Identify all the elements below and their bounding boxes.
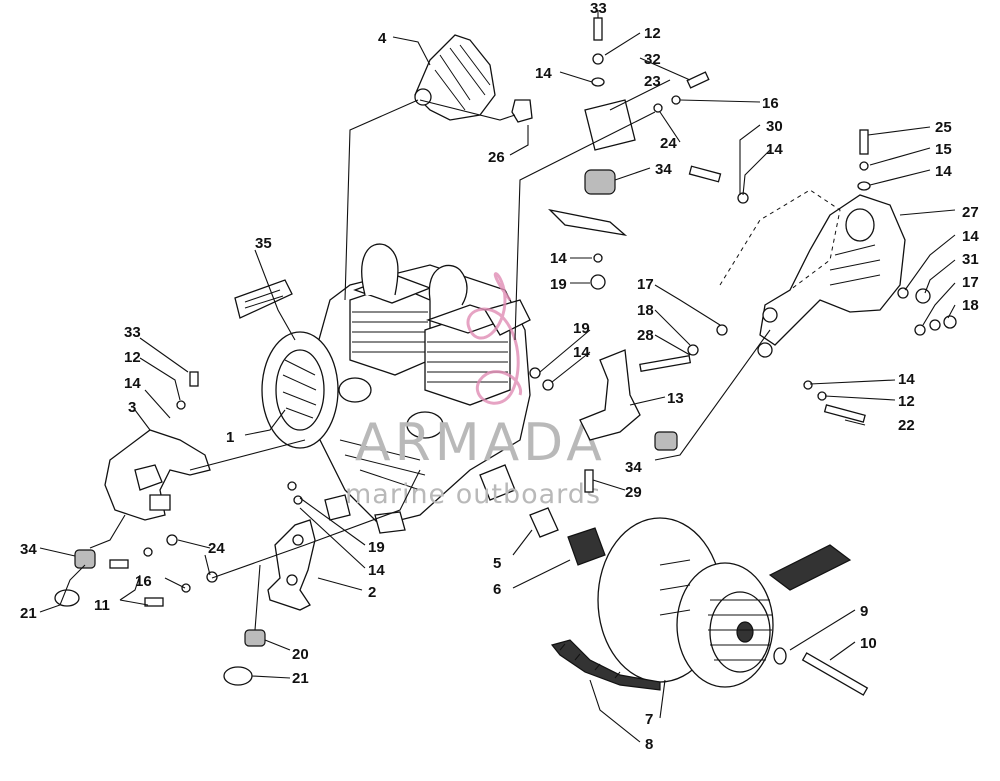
callout-14-far-right: 14 [935, 163, 952, 180]
callout-11: 11 [94, 597, 110, 614]
watermark-tagline: marine outboards [345, 479, 601, 510]
watermark: ARMADA marine outboards [345, 272, 606, 510]
callout-33-left: 33 [124, 324, 141, 341]
callout-34-top: 34 [655, 161, 672, 178]
callout-labels: 4 26 35 1 33 12 14 3 34 21 11 16 24 2 19… [20, 0, 979, 753]
callout-12-right: 12 [898, 393, 915, 410]
callout-5: 5 [493, 555, 501, 572]
part-10-bolt [801, 652, 869, 696]
callout-21-left: 21 [20, 605, 37, 622]
callout-14-lower-right: 14 [898, 371, 915, 388]
watermark-brand: ARMADA [355, 413, 606, 473]
callout-18-right: 18 [962, 297, 979, 314]
part-26-clip [511, 99, 533, 123]
callout-17-right: 17 [962, 274, 979, 291]
part-4-bracket [414, 34, 496, 121]
callout-25: 25 [935, 119, 952, 136]
callout-13: 13 [667, 390, 684, 407]
part-13-bracket [579, 349, 641, 441]
callout-23: 23 [644, 73, 661, 90]
fasteners [109, 17, 957, 607]
callout-24-top: 24 [660, 135, 677, 152]
callout-4: 4 [378, 30, 387, 47]
part-27-bracket [757, 194, 906, 358]
part-20-rubber-mount [244, 629, 266, 647]
part-21-plate-left [54, 589, 80, 607]
part-27-ghost-outline [719, 189, 841, 291]
part-3-engine-mount [104, 429, 211, 521]
callout-20: 20 [292, 646, 309, 663]
callout-3: 3 [128, 399, 136, 416]
callout-9: 9 [860, 603, 868, 620]
callout-34-left: 34 [20, 541, 37, 558]
callout-14-bracket: 14 [962, 228, 979, 245]
callout-10: 10 [860, 635, 877, 652]
leader-lines [39, 10, 956, 743]
callout-26: 26 [488, 149, 505, 166]
callout-19-plate: 19 [550, 276, 567, 293]
callout-14-mid: 14 [368, 562, 385, 579]
callout-28: 28 [637, 327, 654, 344]
callout-24-left: 24 [208, 540, 225, 557]
part-8-drive-belt [550, 544, 852, 691]
callout-14-top: 14 [535, 65, 552, 82]
callout-15: 15 [935, 141, 952, 158]
callout-29: 29 [625, 484, 642, 501]
callout-7: 7 [645, 711, 653, 728]
part-35-decal [234, 279, 293, 319]
callout-6: 6 [493, 581, 501, 598]
callout-16-top: 16 [762, 95, 779, 112]
callout-21-lower: 21 [292, 670, 309, 687]
watermark-logo [466, 272, 522, 405]
callout-22: 22 [898, 417, 915, 434]
callout-31: 31 [962, 251, 979, 268]
callout-14-right: 14 [573, 344, 590, 361]
callout-27: 27 [962, 204, 979, 221]
callout-19-left: 19 [368, 539, 385, 556]
callout-14-left: 14 [124, 375, 141, 392]
part-9-washer [773, 647, 787, 665]
callout-17-left: 17 [637, 276, 654, 293]
callout-2: 2 [368, 584, 376, 601]
part-2-mount-bracket [267, 519, 316, 611]
part-6-spacer [567, 527, 606, 566]
callout-34-right: 34 [625, 459, 642, 476]
engine-assembly [261, 243, 531, 534]
callout-35: 35 [255, 235, 272, 252]
callout-16-left: 16 [135, 573, 152, 590]
callout-12-top: 12 [644, 25, 661, 42]
callout-18-left: 18 [637, 302, 654, 319]
callout-19-right: 19 [573, 320, 590, 337]
part-34-rubber-mount-left [74, 549, 96, 569]
part-5-spacer [529, 507, 559, 538]
callout-33-top: 33 [590, 0, 607, 17]
callout-30: 30 [766, 118, 783, 135]
part-21-plate-lower [223, 666, 253, 686]
callout-1: 1 [226, 429, 234, 446]
callout-14-upper-right: 14 [766, 141, 783, 158]
callout-12-left: 12 [124, 349, 141, 366]
part-7-drive-clutch [597, 517, 774, 688]
callout-14-plate: 14 [550, 250, 567, 267]
callout-8: 8 [645, 736, 653, 753]
callout-32: 32 [644, 51, 661, 68]
